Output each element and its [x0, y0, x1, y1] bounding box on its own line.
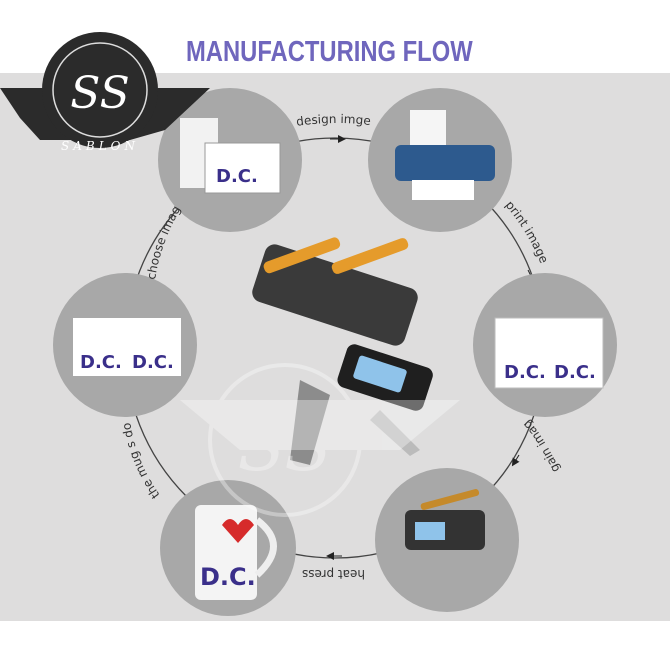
step-mug: D.C. [160, 480, 296, 616]
arrow-icon [511, 454, 520, 467]
sablon-logo: SS SABLON [0, 32, 210, 153]
step-gain: D.C. D.C. [473, 273, 617, 417]
page-title: MANUFACTURING FLOW [186, 36, 473, 68]
svg-text:D.C.: D.C. [216, 166, 258, 187]
svg-text:SABLON: SABLON [61, 139, 139, 153]
step-label-design: design imge [295, 112, 371, 129]
step-label-heat-press: heat press [302, 567, 365, 581]
svg-text:D.C.: D.C. [200, 563, 256, 591]
printed-sheets-icon [494, 317, 604, 389]
sablon-watermark: SS [180, 363, 460, 517]
step-choose: D.C. D.C. [53, 273, 197, 417]
step-print [368, 88, 512, 232]
step-design: D.C. [158, 88, 302, 232]
svg-text:D.C.: D.C. [504, 362, 546, 383]
svg-text:D.C.: D.C. [554, 362, 596, 383]
heat-press-machine-image [252, 237, 433, 465]
step-heat-press [375, 468, 519, 612]
svg-text:D.C.: D.C. [80, 352, 122, 373]
image-sheet-icon [73, 318, 181, 376]
svg-text:D.C.: D.C. [132, 352, 174, 373]
svg-text:SS: SS [70, 68, 130, 119]
svg-text:SS: SS [238, 405, 333, 487]
printer-icon [395, 145, 495, 181]
